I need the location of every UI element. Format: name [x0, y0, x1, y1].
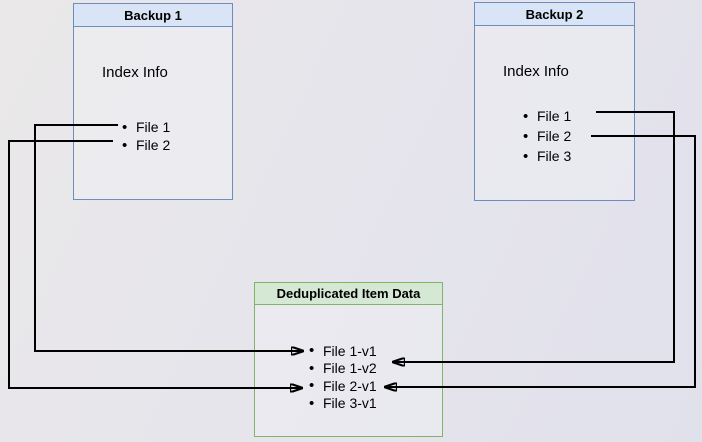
item-label: File 2-v1: [323, 377, 377, 394]
item-label: File 1-v1: [323, 342, 377, 359]
dedup-box: Deduplicated Item Data File 1-v1 File 1-…: [254, 282, 443, 437]
file-label: File 3: [537, 148, 572, 164]
list-item: File 3: [523, 146, 571, 166]
item-label: File 3-v1: [323, 395, 377, 412]
file-label: File 1: [537, 108, 572, 124]
bullet-icon: [309, 361, 323, 376]
backup2-title: Backup 2: [475, 3, 634, 26]
list-item: File 1: [122, 118, 170, 136]
bullet-icon: [122, 138, 136, 153]
bullet-icon: [309, 396, 323, 411]
file-label: File 2: [537, 128, 572, 144]
bullet-icon: [309, 343, 323, 358]
list-item: File 1: [523, 106, 571, 126]
file-label: File 2: [136, 137, 171, 153]
backup2-file-list: File 1 File 2 File 3: [523, 106, 571, 166]
item-label: File 1-v2: [323, 360, 377, 377]
list-item: File 2: [523, 126, 571, 146]
backup1-box: Backup 1 Index Info File 1 File 2: [73, 3, 233, 200]
file-label: File 1: [136, 119, 171, 135]
list-item: File 2-v1: [309, 377, 377, 395]
list-item: File 1-v1: [309, 342, 377, 360]
bullet-icon: [523, 109, 537, 124]
list-item: File 1-v2: [309, 360, 377, 378]
dedup-item-list: File 1-v1 File 1-v2 File 2-v1 File 3-v1: [309, 342, 377, 412]
bullet-icon: [523, 129, 537, 144]
list-item: File 3-v1: [309, 395, 377, 413]
list-item: File 2: [122, 136, 170, 154]
bullet-icon: [309, 378, 323, 393]
backup2-subtitle: Index Info: [503, 63, 569, 80]
backup2-box: Backup 2 Index Info File 1 File 2 File 3: [474, 2, 635, 201]
bullet-icon: [122, 120, 136, 135]
backup1-file-list: File 1 File 2: [122, 118, 170, 154]
bullet-icon: [523, 149, 537, 164]
backup1-title: Backup 1: [74, 4, 232, 27]
backup1-subtitle: Index Info: [102, 64, 168, 81]
dedup-title: Deduplicated Item Data: [255, 283, 442, 305]
